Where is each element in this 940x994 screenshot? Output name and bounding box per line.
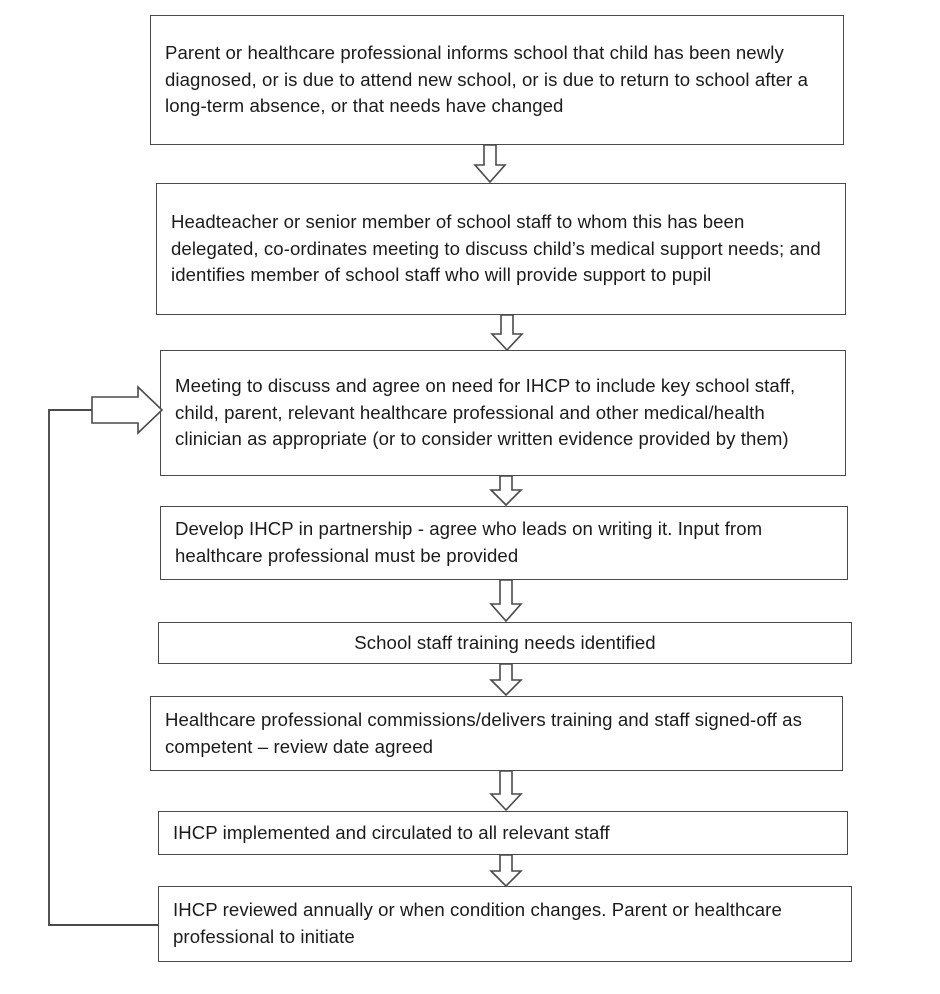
down-arrow-notification-to-headteacher bbox=[472, 144, 508, 184]
training-needs-step[interactable]: School staff training needs identified bbox=[158, 622, 852, 664]
develop-ihcp-step[interactable]: Develop IHCP in partnership - agree who … bbox=[160, 506, 848, 580]
down-arrow-develop-to-training-needs bbox=[488, 579, 524, 623]
feedback-loop-review-to-meeting bbox=[44, 385, 174, 933]
down-arrow-delivery-to-implemented bbox=[488, 770, 524, 812]
down-arrow-training-needs-to-delivery bbox=[488, 663, 524, 697]
ihcp-review-step[interactable]: IHCP reviewed annually or when condition… bbox=[158, 886, 852, 962]
down-arrow-headteacher-to-meeting bbox=[489, 314, 525, 352]
meeting-step[interactable]: Meeting to discuss and agree on need for… bbox=[160, 350, 846, 476]
headteacher-coordination-step[interactable]: Headteacher or senior member of school s… bbox=[156, 183, 846, 315]
notification-step[interactable]: Parent or healthcare professional inform… bbox=[150, 15, 844, 145]
down-arrow-meeting-to-develop bbox=[488, 475, 524, 507]
training-delivery-step[interactable]: Healthcare professional commissions/deli… bbox=[150, 696, 843, 771]
down-arrow-implemented-to-review bbox=[488, 854, 524, 888]
ihcp-implemented-step[interactable]: IHCP implemented and circulated to all r… bbox=[158, 811, 848, 855]
